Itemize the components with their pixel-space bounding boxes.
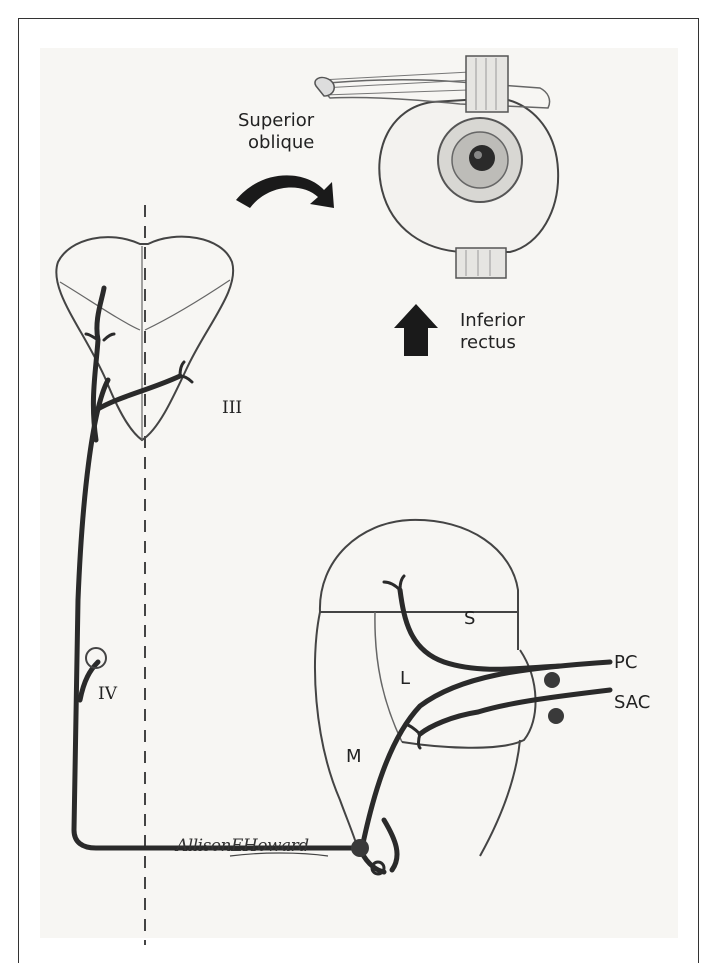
label-L: L — [400, 668, 410, 689]
label-PC: PC — [614, 652, 637, 673]
eyeball-illustration — [315, 56, 558, 278]
up-arrow-icon — [394, 304, 438, 356]
label-S: S — [464, 608, 475, 629]
neural-pathways — [74, 288, 610, 872]
label-rectus: rectus — [460, 332, 516, 353]
pupil — [469, 145, 495, 171]
inferior-muscle-band — [456, 248, 506, 278]
superior-nucleus — [320, 520, 518, 612]
vestibular-nuclei — [315, 520, 536, 856]
artist-signature: AllisonEHoward — [176, 836, 309, 856]
label-SAC: SAC — [614, 692, 650, 713]
label-superior: Superior — [238, 110, 314, 131]
superior-muscle-band — [466, 56, 508, 112]
synapse-medial — [351, 839, 369, 857]
label-inferior: Inferior — [460, 310, 525, 331]
synapse-PC — [544, 672, 560, 688]
synapse-SAC — [548, 708, 564, 724]
rotation-arrow-icon — [236, 175, 334, 208]
label-oblique: oblique — [248, 132, 314, 153]
label-III: III — [222, 398, 242, 419]
label-IV: IV — [98, 684, 117, 705]
label-M: M — [346, 746, 362, 767]
